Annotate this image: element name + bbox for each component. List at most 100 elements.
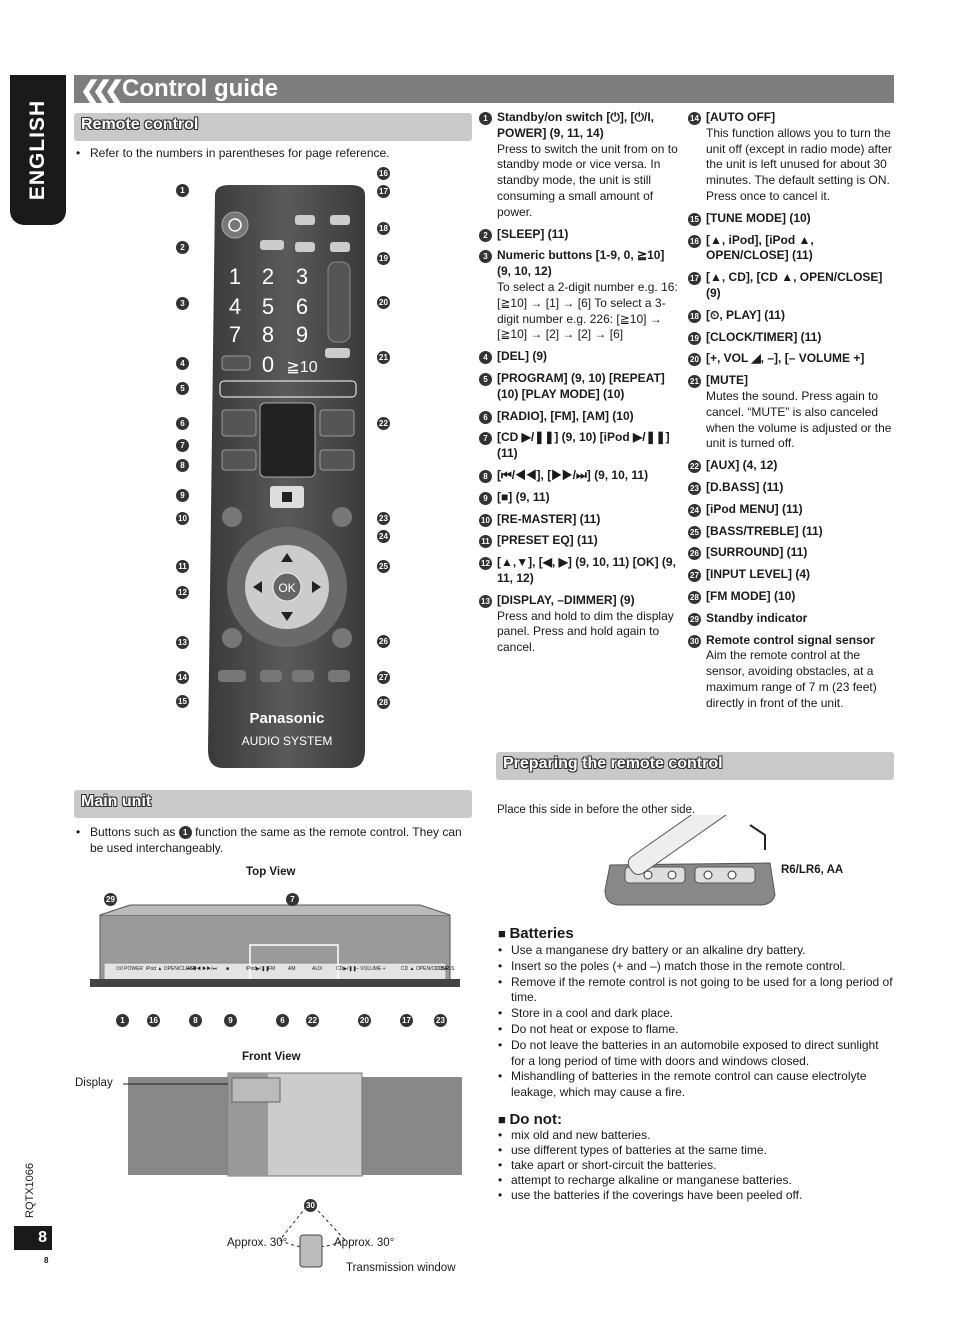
svg-text:2: 2 (262, 264, 274, 289)
svg-text:OK: OK (278, 581, 295, 595)
item-7: 7[CD ▶/❚❚] (9, 10) [iPod ▶/❚❚] (11) (479, 430, 679, 462)
unit-button-label: iPod▶/❚❚ (246, 966, 270, 972)
item-5: 5[PROGRAM] (9, 10) [REPEAT] (10) [PLAY M… (479, 371, 679, 403)
list-item: Insert so the poles (+ and –) match thos… (496, 959, 894, 975)
item-number-badge: 30 (688, 634, 701, 648)
item-label: [TUNE MODE] (10) (706, 210, 811, 225)
item-description: Mutes the sound. Press again to cancel. … (706, 388, 892, 451)
item-label: [BASS/TREBLE] (11) (706, 523, 823, 538)
unit-button-label: ⏮/◀◀ ▶▶/⏭ (186, 966, 218, 972)
item-label: [CD ▶/❚❚] (9, 10) [iPod ▶/❚❚] (11) (497, 430, 670, 461)
callout-30: 30 (304, 1198, 317, 1212)
front-view-label: Front View (242, 1051, 301, 1063)
item-label: [AUTO OFF] (706, 110, 776, 124)
svg-text:0: 0 (262, 352, 274, 377)
item-number-badge: 2 (479, 228, 492, 242)
item-number-badge: 4 (479, 351, 492, 365)
remote-note: •Refer to the numbers in parentheses for… (76, 146, 390, 160)
item-6: 6[RADIO], [FM], [AM] (10) (479, 409, 679, 425)
svg-text:6: 6 (296, 294, 308, 319)
list-item: mix old and new batteries. (496, 1128, 894, 1143)
list-item: Mishandling of batteries in the remote c… (496, 1069, 894, 1101)
item-label: [AUX] (4, 12) (706, 458, 778, 473)
item-label: [PRESET EQ] (11) (497, 533, 598, 548)
item-label: [RADIO], [FM], [AM] (10) (497, 408, 634, 423)
list-item: attempt to recharge alkaline or manganes… (496, 1173, 894, 1188)
item-9: 9 [■] (9, 11) (479, 490, 679, 506)
item-number-badge: 15 (688, 212, 701, 226)
main-unit-heading: Main unit (74, 790, 472, 818)
list-item: Store in a cool and dark place. (496, 1006, 894, 1022)
item-27: 27[INPUT LEVEL] (4) (688, 567, 893, 583)
items-column-2: 14[AUTO OFF]This function allows you to … (688, 110, 893, 718)
item-number-badge: 12 (479, 557, 492, 571)
item-number-badge: 3 (479, 250, 492, 264)
item-label: [CLOCK/TIMER] (11) (706, 329, 822, 344)
item-number-badge: 5 (479, 372, 492, 386)
item-label: [▲, iPod], [iPod ▲, OPEN/CLOSE] (11) (706, 232, 814, 263)
item-label: Standby/on switch [⏻], [⏻/I, POWER] (9, … (497, 110, 654, 140)
unit-button-label: ⏻/I POWER (116, 966, 144, 972)
item-label: [DEL] (9) (497, 349, 547, 364)
list-item: Remove if the remote control is not goin… (496, 975, 894, 1007)
item-number-badge: 18 (688, 309, 701, 323)
item-8: 8[⏮/◀◀], [▶▶/⏭] (9, 10, 11) (479, 468, 679, 484)
page-number-small: 8 (44, 1256, 49, 1265)
batteries-list: Use a manganese dry battery or an alkali… (496, 943, 894, 1101)
page-title: Control guide (122, 75, 278, 102)
item-label: [⏮/◀◀], [▶▶/⏭] (9, 10, 11) (497, 467, 649, 482)
main-unit-top-view (90, 904, 460, 987)
list-item: Use a manganese dry battery or an alkali… (496, 943, 894, 959)
item-label: [▲,▼], [◀, ▶] (9, 10, 11) [OK] (9, 11, 1… (497, 555, 676, 585)
item-label: Remote control signal sensor (706, 632, 875, 647)
battery-illustration (604, 815, 776, 906)
unit-button-label: FM (268, 966, 276, 972)
item-label: [MUTE] (706, 373, 748, 388)
list-item: Do not heat or expose to flame. (496, 1022, 894, 1038)
remote-control-heading: Remote control (74, 113, 472, 141)
item-label: [RE-MASTER] (11) (497, 511, 601, 526)
place-note: Place this side in before the other side… (497, 804, 696, 816)
unit-button-label: CD▶/❚❚ (336, 966, 357, 972)
item-11: 11[PRESET EQ] (11) (479, 533, 679, 549)
item-10: 10[RE-MASTER] (11) (479, 512, 679, 528)
approx-right-label: Approx. 30° (334, 1237, 395, 1249)
item-18: 18 [⏲, PLAY] (11) (688, 308, 893, 324)
main-unit-note: • Buttons such as 1 function the same as… (76, 825, 462, 855)
svg-text:8: 8 (262, 322, 274, 347)
item-number-badge: 17 (688, 272, 701, 286)
do-not-list: mix old and new batteries.use different … (496, 1128, 894, 1203)
item-number-badge: 23 (688, 481, 701, 495)
main-unit-front-view (123, 1072, 462, 1268)
item-number-badge: 22 (688, 460, 701, 474)
item-14: 14[AUTO OFF]This function allows you to … (688, 110, 893, 205)
unit-button-label: ■ (226, 966, 230, 972)
unit-button-label: CD ▲ OPEN/CLOSE (401, 966, 449, 972)
item-label: [D.BASS] (11) (706, 479, 784, 494)
item-24: 24[iPod MENU] (11) (688, 502, 893, 518)
unit-button-label: – VOLUME + (356, 966, 386, 972)
item-number-badge: 16 (688, 234, 701, 248)
item-label: Standby indicator (706, 610, 808, 625)
unit-button-label: D.BASS (436, 966, 455, 972)
item-number-badge: 26 (688, 547, 701, 561)
callout-7: 7 (286, 892, 299, 906)
item-15: 15 [TUNE MODE] (10) (688, 211, 893, 227)
model-code: RQTX1066 (24, 1162, 36, 1218)
item-label: [⏲, PLAY] (11) (706, 307, 785, 322)
svg-text:AUDIO SYSTEM: AUDIO SYSTEM (242, 734, 333, 748)
item-number-badge: 9 (479, 491, 492, 505)
item-label: [SLEEP] (11) (497, 226, 569, 241)
transmission-window-label: Transmission window (346, 1262, 456, 1274)
page-number: 8 (14, 1226, 52, 1250)
list-item: use the batteries if the coverings have … (496, 1188, 894, 1203)
item-23: 23 [D.BASS] (11) (688, 480, 893, 496)
item-description: This function allows you to turn the uni… (706, 125, 892, 203)
item-label: [■] (9, 11) (497, 489, 550, 504)
item-label: [SURROUND] (11) (706, 545, 808, 560)
item-number-badge: 20 (688, 353, 701, 367)
